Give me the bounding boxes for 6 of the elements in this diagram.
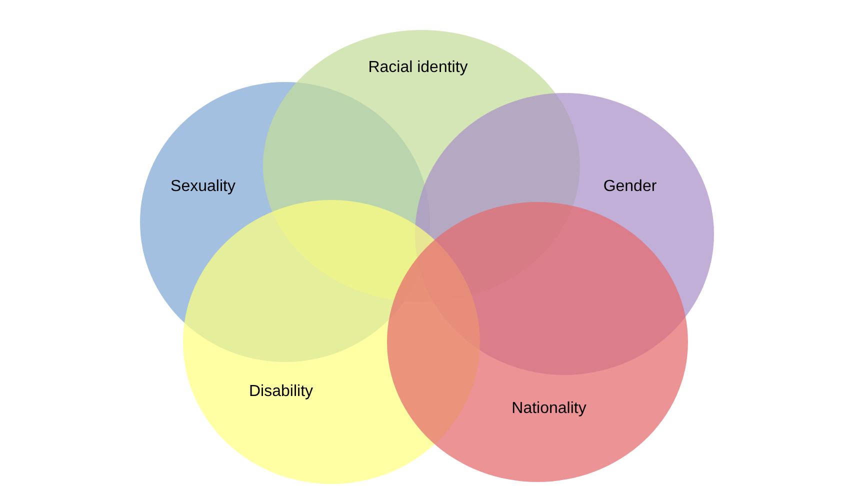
circle-label: Gender: [603, 177, 657, 197]
circle-label: Nationality: [512, 399, 586, 419]
circle-label: Disability: [249, 382, 313, 402]
circle-label: Racial identity: [368, 58, 468, 78]
venn-circle: [387, 202, 688, 482]
circle-label: Sexuality: [170, 177, 236, 197]
